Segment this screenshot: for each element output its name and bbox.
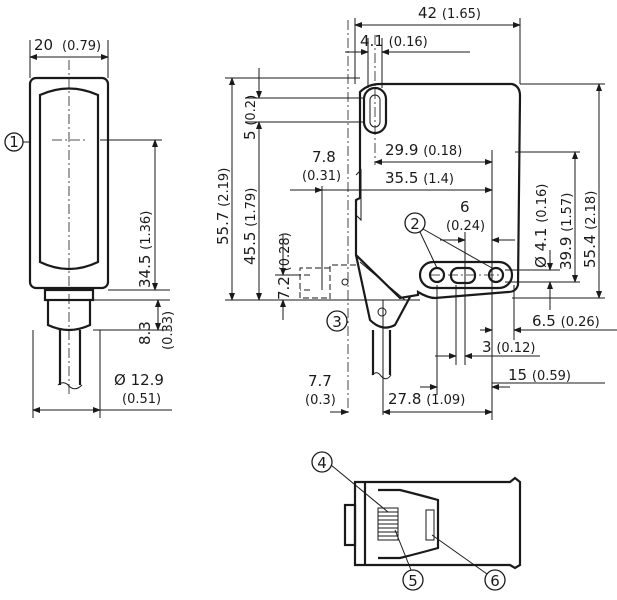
callout-6 [484, 569, 506, 591]
mount-slot [449, 266, 477, 285]
dim-height-45: 45.5 (1.79) [241, 188, 259, 265]
callout-4-label: 4 [317, 454, 327, 472]
bottom-mount-bracket [418, 260, 514, 290]
callout-3-label: 3 [332, 313, 342, 331]
callout-4 [311, 451, 333, 473]
dim-6-mm: 6 [460, 198, 470, 216]
dim-7-2: 7.2 (0.28) [275, 232, 293, 300]
dim-connector-mm: 8.3 [136, 321, 154, 345]
callout-3 [326, 310, 348, 332]
dim-width-mm: 20 [34, 36, 53, 54]
dim-hole-offset: 4.1 (0.16) [360, 32, 428, 50]
dim-total-height: 55.7 (2.19) [214, 168, 232, 245]
dim-6-5: 6.5 (0.26) [532, 312, 600, 330]
dim-cable-dia-in: (0.51) [122, 392, 161, 407]
dim-slot-5: 5 (0.2) [241, 95, 259, 140]
dim-7-7-in: (0.3) [305, 393, 336, 408]
dim-width-in: (0.79) [62, 39, 101, 54]
dim-lens-height: 34.5 (1.36) [136, 211, 154, 288]
dim-3: 3 (0.12) [482, 338, 535, 356]
callout-2-label: 2 [410, 215, 420, 233]
callout-1-label: 1 [9, 133, 19, 151]
front-view: 20 (0.79) 1 34.5 (1.36) 8.3 (0.33) Ø 12.… [4, 36, 176, 418]
callout-5-label: 5 [408, 572, 418, 590]
connector-ring [43, 288, 95, 302]
dim-6-in: (0.24) [446, 219, 485, 234]
sensor-body-side [354, 82, 522, 300]
dim-total-width: 42 (1.65) [418, 4, 481, 22]
dim-15: 15 (0.59) [508, 366, 571, 384]
side-view: 42 (1.65) 4.1 (0.16) 55.7 (2.19) 45.5 (1… [214, 4, 617, 420]
dim-connector-in: (0.33) [161, 311, 176, 350]
dim-55-4: 55.4 (2.18) [581, 191, 599, 268]
dim-39-9: 39.9 (1.57) [557, 193, 575, 270]
cable [58, 330, 82, 385]
callout-5 [402, 569, 424, 591]
dim-7-8-in: (0.31) [302, 169, 341, 184]
dim-29-9: 29.9 (0.18) [385, 141, 462, 159]
indicator-led [425, 509, 435, 541]
cable-side [371, 330, 392, 375]
dim-7-8-mm: 7.8 [312, 148, 336, 166]
dim-27-8: 27.8 (1.09) [388, 390, 465, 408]
connector-thread [377, 507, 399, 541]
side-tab [343, 503, 357, 547]
callout-6-label: 6 [490, 572, 500, 590]
dim-hole-diameter: Ø 4.1 (0.16) [532, 184, 550, 268]
bottom-view: 4 5 6 [311, 451, 522, 591]
dim-cable-dia-mm: Ø 12.9 [114, 371, 164, 389]
lens-window [38, 87, 100, 271]
sensor-body-bottom [353, 476, 522, 570]
dim-7-7-mm: 7.7 [308, 372, 332, 390]
callout-2 [404, 212, 426, 234]
dim-35-5: 35.5 (1.4) [385, 169, 454, 187]
